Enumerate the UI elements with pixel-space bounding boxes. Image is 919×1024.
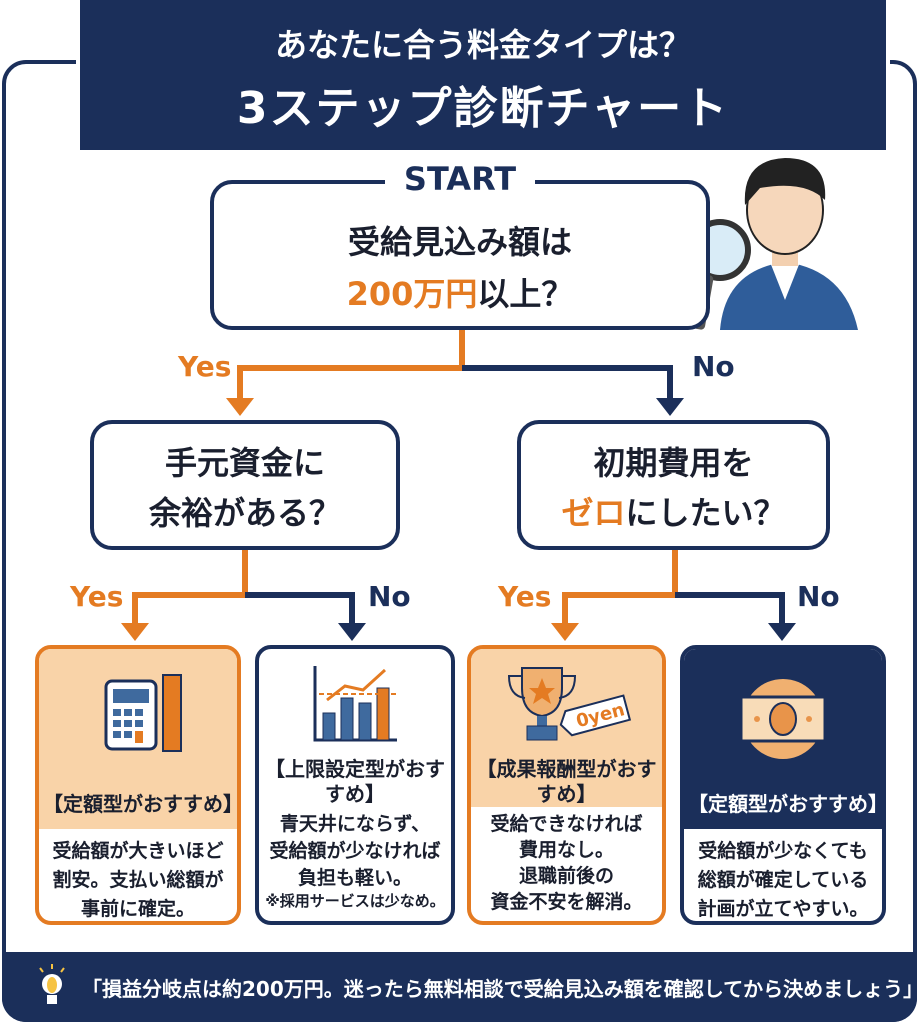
result-text: 事前に確定。	[80, 898, 195, 920]
result-text: 資金不安を解消。	[490, 891, 643, 913]
result-text: 負担も軽い。	[297, 867, 412, 889]
title-line-2: 3ステップ診断チャート	[236, 83, 730, 134]
footer-tip: 「損益分岐点は約200万円。迷ったら無料相談で受給見込み額を確認してから決めまし…	[2, 952, 919, 1022]
person-with-magnifier-icon	[689, 158, 858, 330]
result-fixed-fee-2: 【定額型がおすすめ】 受給額が少なくても 総額が確定している 計画が立てやすい。	[680, 645, 886, 925]
question-line-2: 以上？	[477, 275, 574, 313]
result-note: ※採用サービスは少なめ。	[265, 892, 445, 910]
highlight-zero: ゼロ	[561, 494, 626, 532]
highlight-200man: 200万円	[346, 275, 478, 313]
question-line-1: 受給見込み額は	[347, 223, 572, 261]
result-text: 費用なし。	[518, 839, 614, 861]
start-label: START	[385, 160, 535, 198]
result-title: 【上限設定型がおすすめ】	[265, 757, 445, 806]
result-success-fee: 0yen 【成果報酬型がおすすめ】 受給できなければ 費用なし。 退職前後の 資…	[467, 645, 666, 925]
yes-label-2: Yes	[70, 580, 124, 613]
result-title: 【定額型がおすすめ】	[688, 791, 886, 816]
connector-no-2	[245, 592, 355, 625]
no-label-2: No	[368, 580, 411, 613]
result-text: 退職前後の	[518, 865, 614, 887]
no-label-3: No	[797, 580, 840, 613]
result-title: 【成果報酬型がおすすめ】	[476, 757, 657, 806]
question-line-1: 初期費用を	[593, 444, 754, 482]
title-line-1: あなたに合う料金タイプは？	[274, 26, 691, 64]
banknote-icon	[684, 649, 882, 779]
footer-text: 「損益分岐点は約200万円。迷ったら無料相談で受給見込み額を確認してから決めまし…	[82, 976, 919, 1001]
result-fixed-fee: 【定額型がおすすめ】 受給額が大きいほど 割安。支払い総額が 事前に確定。	[35, 645, 241, 925]
question-zero-cost: 初期費用を ゼロにしたい？	[517, 420, 830, 550]
result-text: 青天井にならず、	[279, 813, 431, 835]
no-label-1: No	[692, 350, 735, 383]
question-funds: 手元資金に 余裕がある？	[90, 420, 400, 550]
yes-label-3: Yes	[498, 580, 552, 613]
result-text: 受給額が少なくても	[698, 840, 868, 862]
result-text: 受給額が大きいほど	[52, 840, 224, 862]
question-line-2: にしたい？	[625, 494, 786, 532]
connector-yes-3	[562, 550, 678, 625]
calculator-ruler-icon	[39, 649, 237, 779]
result-text: 受給できなければ	[490, 813, 643, 835]
trophy-zero-yen-icon: 0yen	[471, 649, 662, 757]
question-income-200: 受給見込み額は 200万円以上？	[210, 180, 710, 330]
bar-chart-cap-icon	[259, 649, 451, 757]
result-text: 割安。支払い総額が	[52, 869, 224, 891]
arrowheads	[121, 398, 796, 641]
result-text: 計画が立てやすい。	[697, 898, 869, 920]
connector-no-1	[462, 365, 673, 400]
title-banner: あなたに合う料金タイプは？ 3ステップ診断チャート	[80, 0, 886, 150]
connector-yes-2	[132, 550, 248, 625]
connector-yes-1	[237, 330, 465, 400]
result-text: 総額が確定している	[697, 869, 869, 891]
yes-label-1: Yes	[178, 350, 232, 383]
result-capped-fee: 【上限設定型がおすすめ】 青天井にならず、 受給額が少なければ 負担も軽い。 ※…	[255, 645, 455, 925]
question-line-1: 手元資金に	[164, 444, 325, 482]
result-text: 受給額が少なければ	[269, 840, 441, 862]
result-title: 【定額型がおすすめ】	[43, 791, 241, 816]
lightbulb-icon	[39, 964, 65, 1004]
connector-no-3	[675, 592, 785, 625]
question-line-2: 余裕がある？	[148, 494, 341, 532]
